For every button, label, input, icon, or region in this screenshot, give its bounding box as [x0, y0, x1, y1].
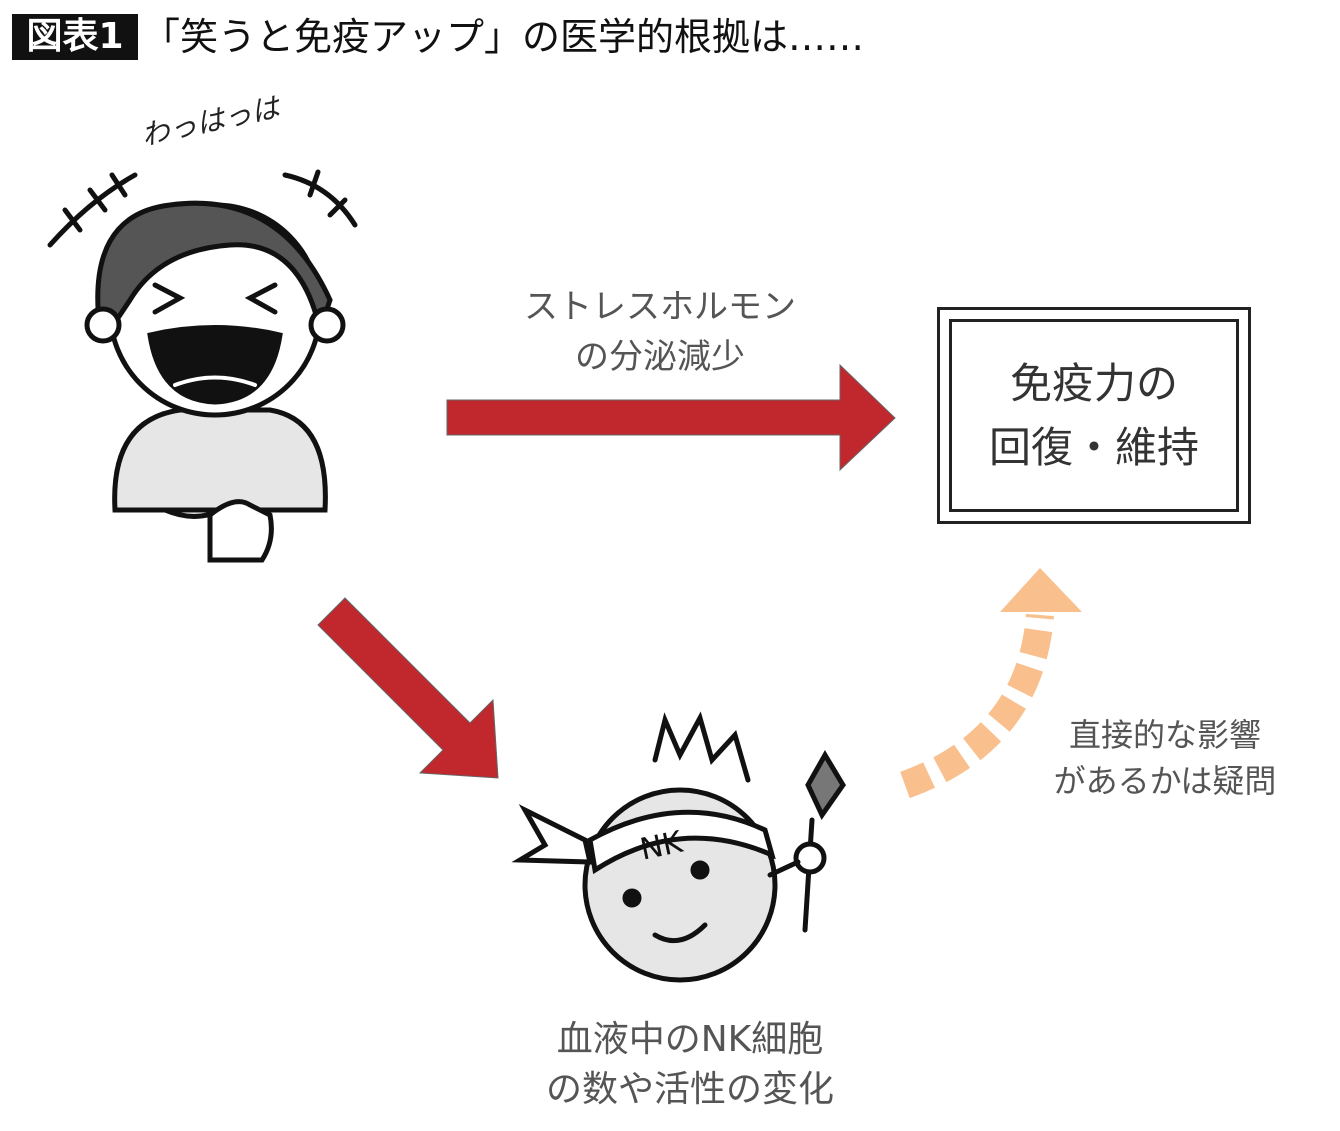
direct-effect-label: 直接的な影響 があるかは疑問	[1020, 712, 1310, 804]
stress-hormone-label: ストレスホルモン の分泌減少	[480, 282, 840, 382]
label-line: ストレスホルモン	[524, 287, 796, 327]
spark-icon	[652, 711, 751, 783]
hair	[95, 200, 333, 340]
dashed-orange-arrow	[900, 568, 1082, 799]
box-line: 回復・維持	[988, 422, 1199, 472]
hand	[207, 499, 274, 563]
nk-cell-illustration: NK	[511, 711, 846, 983]
laughing-person-illustration	[47, 169, 358, 563]
nk-cell-label: 血液中のNK細胞 の数や活性の変化	[500, 1015, 880, 1115]
body	[112, 407, 328, 513]
red-arrow-diagonal	[317, 597, 499, 779]
label-line: があるかは疑問	[1053, 762, 1277, 800]
label-line: の数や活性の変化	[545, 1069, 834, 1110]
red-arrow-right	[446, 363, 896, 472]
label-line: 直接的な影響	[1068, 716, 1261, 754]
label-line: 血液中のNK細胞	[556, 1019, 824, 1060]
figure-badge: 図表1	[12, 14, 138, 60]
label-line: の分泌減少	[575, 337, 745, 377]
immunity-result-box: 免疫力の 回復・維持	[937, 307, 1251, 524]
page-title: 「笑うと免疫アップ」の医学的根拠は……	[142, 15, 865, 59]
box-line: 免疫力の	[1009, 358, 1178, 408]
